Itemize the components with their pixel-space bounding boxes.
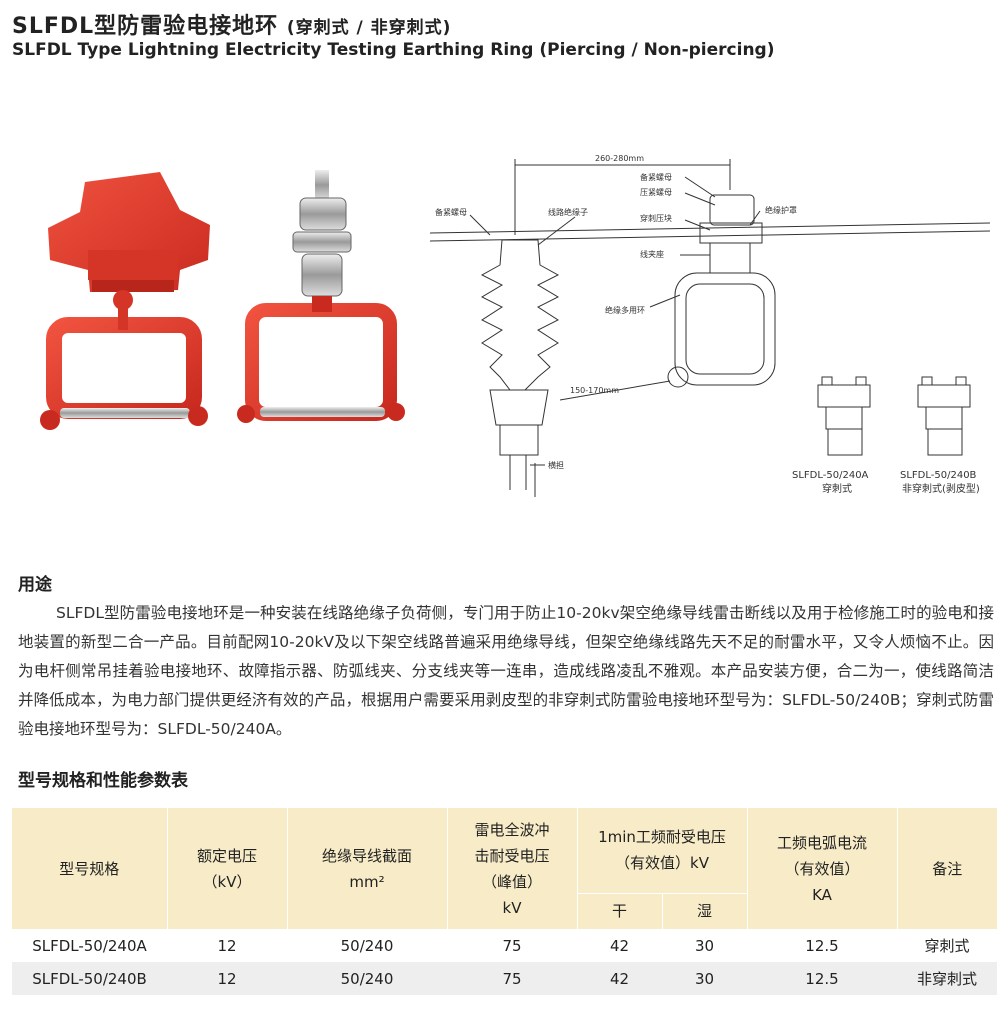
table-heading: 型号规格和性能参数表 — [18, 771, 188, 791]
th-freq-line1: 1min工频耐受电压 — [598, 828, 726, 847]
cell-note: 非穿刺式 — [897, 962, 997, 995]
th-freq-line2: （有效值）kV — [615, 854, 709, 873]
cell-model: SLFDL-50/240A — [32, 936, 147, 955]
th-impulse-line2: 击耐受电压 — [474, 846, 550, 865]
cell-arc: 12.5 — [805, 936, 839, 955]
cell-voltage: 12 — [167, 962, 287, 995]
label-piercing-block: 穿刺压块 — [640, 213, 672, 223]
label-insulating-cover: 绝缘护罩 — [765, 205, 797, 215]
cell-dry: 42 — [609, 936, 630, 955]
cell-section: 50/240 — [340, 936, 394, 955]
cell-dry: 42 — [577, 962, 662, 995]
model-a-label: SLFDL-50/240A — [792, 470, 869, 481]
th-section-line1: 绝缘导线截面 — [321, 846, 412, 865]
cell-wet: 30 — [662, 962, 747, 995]
label-pressing-nut: 压紧螺母 — [640, 187, 672, 197]
model-a-type: 穿刺式 — [822, 482, 852, 495]
label-clamp-seat: 线夹座 — [640, 249, 664, 259]
product-bare-photo — [237, 170, 405, 423]
cell-section: 50/240 — [287, 962, 447, 995]
cell-impulse: 75 — [502, 936, 522, 955]
th-impulse: 雷电全波冲击耐受电压 （峰值） kV — [447, 808, 578, 929]
label-line-insulator: 线路绝缘子 — [548, 207, 588, 217]
th-freq: 1min工频耐受电压 （有效值）kV — [577, 808, 748, 893]
label-lock-nut-left: 备紧螺母 — [435, 207, 467, 217]
cell-impulse: 75 — [447, 962, 577, 995]
th-wet: 湿 — [662, 892, 748, 929]
th-impulse-line3: （峰值） — [481, 872, 542, 891]
table-row: SLFDL-50/240B 12 50/240 75 42 30 12.5 非穿… — [12, 962, 997, 995]
cell-model: SLFDL-50/240B — [12, 962, 167, 995]
usage-heading: 用途 — [18, 575, 52, 595]
dim-bottom-label: 150-170mm — [570, 386, 619, 395]
model-b-label: SLFDL-50/240B — [900, 470, 977, 481]
spec-table: 型号规格 额定电压 （kV） 绝缘导线截面 mm² 雷电全波冲击耐受电压 （峰值） kV… — [12, 808, 997, 995]
th-section: 绝缘导线截面 mm² — [287, 808, 448, 929]
cell-wet: 30 — [694, 936, 715, 955]
th-arc-line1: 工频电弧电流 — [776, 833, 867, 852]
th-note: 备注 — [897, 808, 997, 929]
label-multi-ring: 绝缘多用环 — [605, 305, 645, 315]
page-subtitle: SLFDL Type Lightning Electricity Testing… — [12, 40, 775, 60]
table-row: SLFDL-50/240A 12 50/240 75 42 30 12.5 穿刺… — [12, 929, 997, 962]
dim-top-label: 260-280mm — [595, 154, 644, 163]
th-voltage: 额定电压 （kV） — [167, 808, 288, 929]
product-photos — [40, 170, 405, 430]
usage-paragraph: SLFDL型防雷验电接地环是一种安装在线路绝缘子负荷侧，专门用于防止10-20k… — [18, 599, 994, 744]
installation-drawing: 260-280mm 150-170mm 备紧螺母 线路绝缘子 备紧螺母 压紧螺母… — [430, 154, 991, 497]
th-voltage-line2: （kV） — [202, 872, 252, 891]
usage-text: SLFDL型防雷验电接地环是一种安装在线路绝缘子负荷侧，专门用于防止10-20k… — [18, 604, 994, 738]
label-crossarm: 横担 — [548, 460, 564, 470]
th-arc-line3: KA — [812, 885, 832, 904]
page-title: SLFDL型防雷验电接地环 (穿刺式 / 非穿刺式) — [12, 8, 451, 40]
title-cn-suffix: (穿刺式 / 非穿刺式) — [286, 18, 452, 38]
th-impulse-line4: kV — [502, 898, 522, 917]
cell-note: 穿刺式 — [924, 937, 970, 955]
th-section-line2: mm² — [349, 872, 385, 891]
th-voltage-line1: 额定电压 — [196, 846, 257, 865]
model-b-type: 非穿刺式(剥皮型) — [902, 482, 980, 495]
label-lock-nut-right: 备紧螺母 — [640, 172, 672, 182]
th-model: 型号规格 — [12, 808, 168, 929]
title-cn-main: SLFDL型防雷验电接地环 — [12, 14, 279, 39]
product-piercing-photo — [40, 172, 210, 430]
th-arc: 工频电弧电流 （有效值） KA — [747, 808, 898, 929]
cell-arc: 12.5 — [747, 962, 897, 995]
th-impulse-line1: 雷电全波冲 — [474, 820, 550, 839]
cell-voltage: 12 — [217, 936, 237, 955]
th-arc-line2: （有效值） — [784, 859, 860, 878]
th-dry: 干 — [577, 892, 663, 929]
